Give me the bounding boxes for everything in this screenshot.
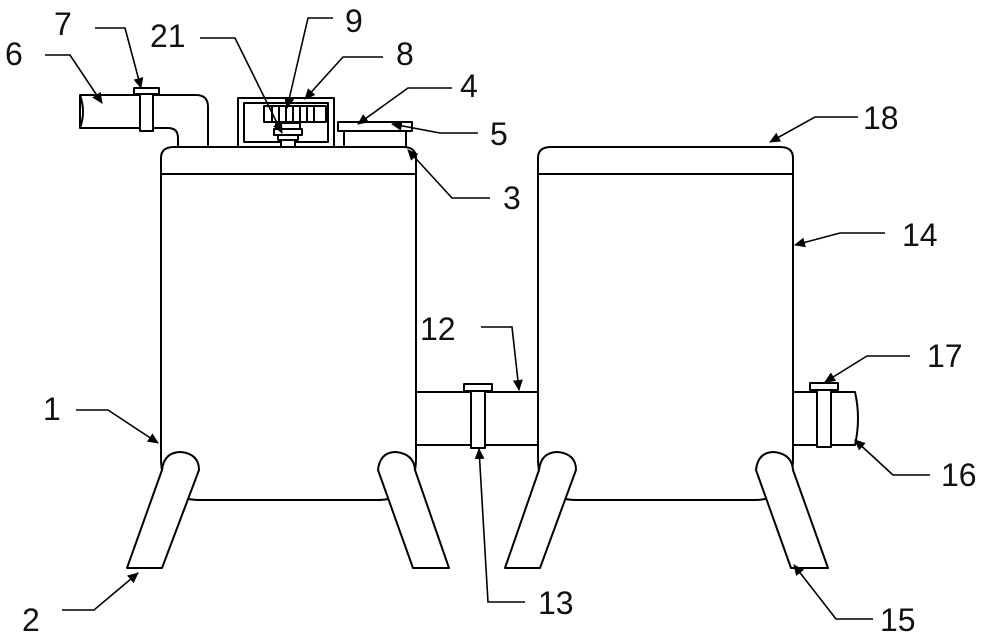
label-1: 1 xyxy=(43,391,61,427)
connecting-valve xyxy=(463,383,493,449)
leader-lines xyxy=(45,17,930,620)
label-15: 15 xyxy=(880,602,916,638)
label-14: 14 xyxy=(902,217,938,253)
label-18: 18 xyxy=(863,100,899,136)
label-16: 16 xyxy=(941,457,977,493)
label-6: 6 xyxy=(5,36,23,72)
label-3: 3 xyxy=(503,180,521,216)
label-4: 4 xyxy=(460,68,478,104)
left-tank xyxy=(160,167,417,501)
label-9: 9 xyxy=(345,3,363,39)
label-5: 5 xyxy=(490,116,508,152)
label-13: 13 xyxy=(538,585,574,621)
right-tank-leg-left xyxy=(504,451,577,569)
left-tank-lid xyxy=(160,146,417,175)
label-7: 7 xyxy=(54,6,72,42)
feed-opening xyxy=(343,129,407,148)
inlet-valve xyxy=(133,87,160,132)
right-tank-lid xyxy=(537,146,794,175)
feed-cap xyxy=(337,121,413,132)
label-17: 17 xyxy=(927,338,963,374)
label-8: 8 xyxy=(396,36,414,72)
left-tank-leg-left xyxy=(126,451,200,569)
label-21: 21 xyxy=(150,18,186,54)
right-tank-leg-right xyxy=(755,451,829,569)
part-labels: 6 7 21 9 8 4 5 3 1 2 12 13 18 14 17 16 1… xyxy=(5,3,977,638)
label-2: 2 xyxy=(22,602,40,638)
label-12: 12 xyxy=(420,311,456,347)
left-tank-leg-right xyxy=(377,451,450,569)
outlet-valve xyxy=(809,382,839,448)
right-tank xyxy=(537,167,794,501)
